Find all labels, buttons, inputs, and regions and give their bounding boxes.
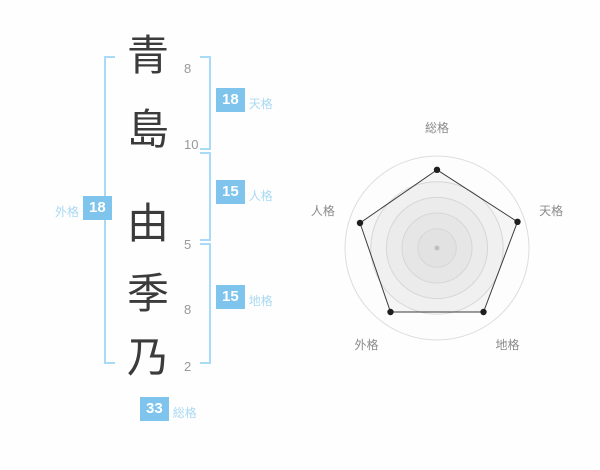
name-character: 乃 [126,334,169,381]
chikaku-label: 地格 [248,293,273,308]
radar-data-point [480,308,487,316]
jinkaku-value-badge: 15 [216,180,245,204]
radar-data-point [433,166,441,173]
stroke-count: 10 [184,137,199,152]
jinkaku-row: 15 人格 [216,180,273,204]
stroke-count: 2 [184,359,192,374]
radar-grid-circle [417,228,457,268]
name-character: 島 [126,106,169,153]
gaikaku-value-badge: 18 [83,196,112,220]
stroke-count: 8 [184,302,192,317]
radar-data-point [514,218,521,225]
soukaku-label: 総格 [172,405,197,420]
radar-data-polygon [359,169,519,313]
jinkaku-label: 人格 [248,188,273,203]
jinkaku-bracket [200,152,211,241]
soukaku-row: 33 総格 [140,397,197,421]
soukaku-value-badge: 33 [140,397,169,421]
radar-axis-label: 人格 [311,203,335,218]
chikaku-bracket [200,243,211,364]
tenkaku-bracket [200,56,211,150]
radar-grid-circle [370,181,504,315]
radar-axis-label: 天格 [539,203,563,218]
name-character: 由 [126,200,169,247]
radar-center-dot [434,245,440,251]
radar-grid-circle [401,212,473,284]
radar-axis-label: 総格 [425,120,449,135]
tenkaku-row: 18 天格 [216,88,273,112]
name-character: 季 [126,270,169,317]
radar-grid-circle [385,196,489,300]
tenkaku-label: 天格 [248,96,273,111]
radar-axis-label: 外格 [354,337,378,352]
stroke-count: 5 [184,237,192,252]
radar-axis-label: 地格 [495,337,519,352]
gaikaku-row: 外格 18 [55,196,112,220]
radar-data-point [356,219,364,227]
stroke-count: 8 [184,61,192,76]
chikaku-row: 15 地格 [216,285,273,309]
gaikaku-label: 外格 [55,204,80,219]
radar-data-point [387,308,394,316]
chikaku-value-badge: 15 [216,285,245,309]
name-character: 青 [126,32,169,79]
tenkaku-value-badge: 18 [216,88,245,112]
